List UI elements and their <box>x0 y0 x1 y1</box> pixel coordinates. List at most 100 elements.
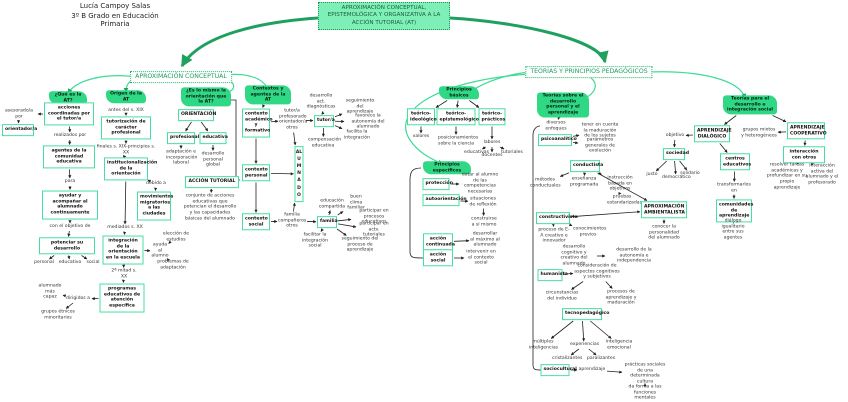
connector-ayudaal-eleccion <box>168 240 172 244</box>
node-movimientos-box: movimientos migratorios a las ciudades <box>137 191 173 221</box>
connector-familia-procesos <box>337 218 352 222</box>
node-emocional-text: inteligencia emocional <box>605 339 633 350</box>
node-adaptacion-text: adaptación e incorporación laboral <box>166 149 198 166</box>
connector-labores-tutoriales <box>499 146 505 150</box>
connector-conductista-ambientalista <box>597 172 648 201</box>
node-metodos-text: métodos conductuales <box>530 177 561 188</box>
connector-consideracion-procesosap <box>605 281 613 289</box>
connector-humanista-consideracion <box>563 272 574 276</box>
main-arrow-left <box>180 16 319 68</box>
connector-objetivo1-potenciar <box>67 230 71 237</box>
node-maduracion-text: tener en cuenta la maduración de los suj… <box>581 122 619 139</box>
connector-familia-compartida <box>327 210 331 216</box>
connector-cpersonal-alumnado <box>270 172 294 176</box>
node-problemas-text: problemas de adaptación <box>157 259 189 270</box>
connector-tecno-emocional <box>590 320 612 339</box>
node-conductista-box: conductista <box>570 160 603 172</box>
node-que-heading: ¿Qué es la AT? <box>49 91 87 105</box>
node-forma-text: da forma a las funciones mentales <box>628 384 662 401</box>
node-instruccion-text: instrucción basada en objetivos <box>607 175 633 192</box>
connector-constructivista-ambientalista <box>570 210 641 218</box>
connector-consideracion-circunstancias <box>571 281 584 290</box>
connector-instit-mediados <box>123 181 127 225</box>
node-educativas-text: educativas <box>464 150 489 156</box>
curve-que <box>67 75 138 94</box>
connector-ayudaal-problemas <box>166 258 171 262</box>
connector-tecno-experiencias <box>581 320 586 342</box>
node-finales-text: finales s. XIX-principios s. XX <box>96 144 156 155</box>
node-compartida-text: educación compartida <box>318 198 346 209</box>
connector-dirigidos-etnicos <box>65 302 74 309</box>
connector-integsocial-dialogico <box>724 115 737 125</box>
node-facilita-text: facilita la integración <box>344 129 370 140</box>
node-autoorientacion-box: autoorientación <box>422 194 467 206</box>
connector-familia-clima <box>337 211 344 216</box>
node-autonomia-text: favorece la autonomía del alumnado <box>351 113 385 130</box>
node-interaccion-box: interacción con otros <box>783 146 825 164</box>
node-activa-text: interacción activa del alumnado y el pro… <box>805 163 839 186</box>
node-ayudar-box: ayudar y acompañar al alumnado continuam… <box>42 190 98 220</box>
node-integracion-box: integración de la orientación en la escu… <box>102 235 144 265</box>
node-actv-text: participar en actv. tutoriales <box>359 221 389 238</box>
connector-potenciar-personal <box>49 255 55 260</box>
connector-instit-debido <box>147 179 152 183</box>
node-para-text: para <box>64 179 76 185</box>
node-resolver-text: resolver tareas académicas y profundizar… <box>766 162 808 191</box>
node-debido-text: debido a <box>146 181 166 187</box>
node-compensacion-text: compensación educativa <box>308 137 342 148</box>
node-practicos-box: teórico-prácticos <box>478 108 506 126</box>
node-situaciones-text: situaciones de reflexión <box>469 196 497 207</box>
node-asesora-text: asesorado/a por <box>4 108 34 119</box>
node-personal-text: personal <box>34 260 54 266</box>
connector-labores-educativas <box>482 146 486 150</box>
node-cristalizantes-text: cristalizantes <box>552 356 583 362</box>
spine-especificos <box>409 167 424 259</box>
node-epistemologicos-box: teórico-epistemológicos <box>436 108 482 126</box>
connector-sociedad-solidario <box>679 160 688 171</box>
node-diagnosticas-text: desarrollo act. diagnósticas <box>306 93 336 110</box>
node-basicos-heading: Principios básicos <box>439 86 479 100</box>
connector-familialist-alumnado <box>292 202 296 212</box>
node-previos-text: conocimientos previos <box>573 226 607 237</box>
node-posicionamientos-text: posicionamientos sobre la ciencia <box>438 135 479 146</box>
node-orientador-box: orientador/a <box>2 124 37 136</box>
node-justo-text: justo <box>646 172 658 178</box>
node-conocer-text: conocer la personalidad del alumnado <box>648 224 680 241</box>
node-sociedad-box: sociedad <box>663 148 689 160</box>
connector-familia-facilitar <box>320 228 324 232</box>
node-practicas-text: prácticas sociales de una determinada cu… <box>624 362 666 385</box>
node-accionsocial-box: acción social <box>423 249 453 267</box>
main-title: APROXIMACIÓN CONCEPTUAL, EPISTEMOLÓGICA … <box>318 2 450 30</box>
node-enfoques-text: diversos enfoques <box>545 120 567 131</box>
node-dialogico-box: APRENDIZAJE DIALÓGICO <box>694 125 732 143</box>
node-docentes-text: docentes <box>481 153 503 159</box>
node-tutorizacion-box: tutorización de carácter profesional <box>101 116 151 140</box>
node-aprox-section: APROXIMACIÓN CONCEPTUAL <box>130 71 232 83</box>
node-clima-text: buen clima familiar <box>347 194 365 211</box>
node-desarrollar-text: desarrollar al máximo al alumnado <box>470 231 500 248</box>
node-educativa-box: educativa <box>199 132 228 144</box>
node-sociocultural-box: sociocultural <box>540 364 577 376</box>
node-aprendizaje-text: aprendizaje <box>578 367 606 373</box>
connector-contextos-academico <box>262 104 266 108</box>
node-tutor-box: tutor/a <box>314 115 335 127</box>
node-segunda-text: 2ª mitad s. XX <box>111 268 137 279</box>
connector-continuada-desarrollar <box>453 239 470 243</box>
node-transformarlos-text: transformarlos en <box>717 182 751 193</box>
node-experiencias-text: experiencias <box>570 342 600 348</box>
node-centros-box: centros educativos <box>720 153 751 171</box>
node-potenciar-box: potenciar su desarrollo <box>39 237 95 255</box>
connector-conductista-metodos <box>559 172 570 177</box>
connector-dialogico-centros <box>719 143 728 153</box>
node-tecno-box: tecnopedagógico <box>562 308 609 320</box>
connector-tutorlist-alumnado <box>293 132 297 146</box>
node-teorias-section: TEORÍAS Y PRINCIPIOS PEDAGÓGICOS <box>525 66 653 78</box>
node-educativo-text: educativo <box>58 260 82 266</box>
node-dialogo-text: diálogo igualitario entre sus agentes <box>721 218 745 241</box>
node-objetivo1-text: con el objetivo de <box>49 224 91 230</box>
node-grupos-text: grupos mixtos y heterogéneos <box>741 127 777 138</box>
node-mismo-heading: ¿Es lo mismo la orientación que la AT? <box>181 87 231 107</box>
author-name: Lucía Campoy Salas <box>79 2 151 10</box>
connector-constructivista-previos <box>568 223 573 227</box>
node-circunstancias-text: circunstancias del individuo <box>545 290 579 301</box>
